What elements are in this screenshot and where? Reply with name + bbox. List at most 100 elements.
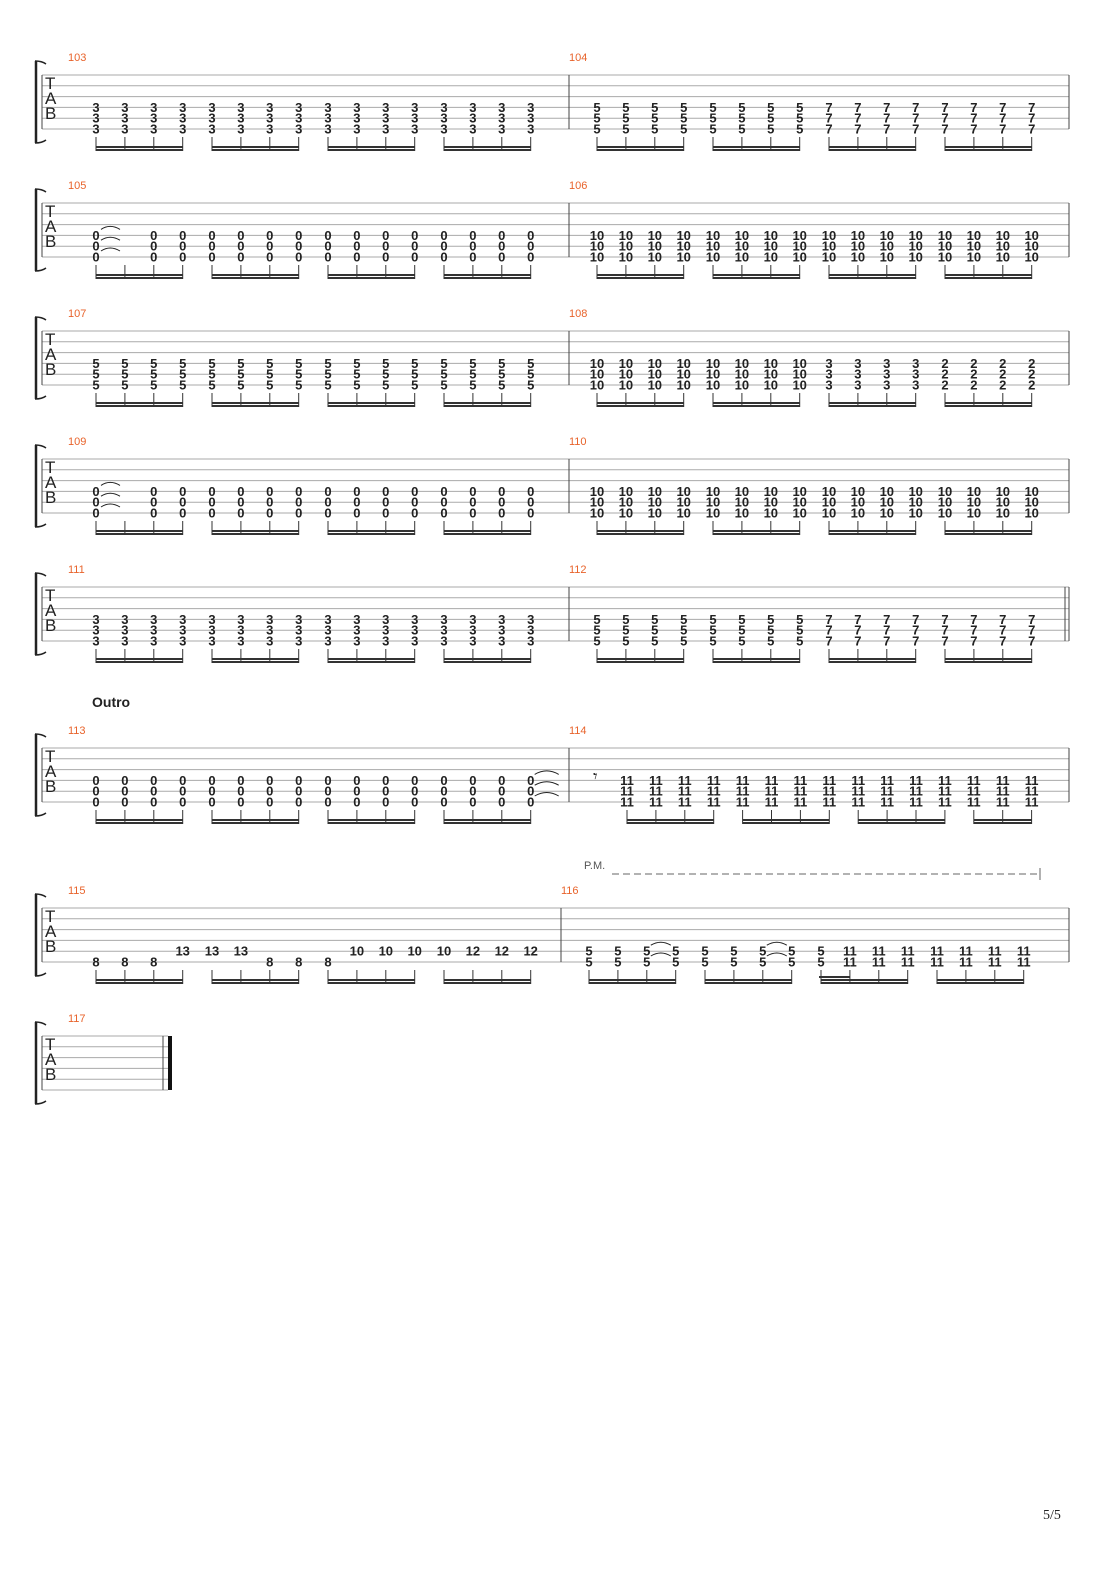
- fret-number: 10: [706, 228, 720, 243]
- fret-number: 0: [324, 773, 331, 788]
- fret-number: 10: [764, 356, 778, 371]
- fret-number: 0: [498, 795, 505, 810]
- tab-clef-letter: A: [45, 89, 57, 108]
- fret-number: 10: [908, 250, 922, 265]
- fret-number: 5: [796, 100, 803, 115]
- fret-number: 3: [295, 111, 302, 126]
- fret-number: 0: [295, 784, 302, 799]
- fret-number: 0: [179, 228, 186, 243]
- fret-number: 7: [883, 122, 890, 137]
- fret-number: 0: [411, 239, 418, 254]
- fret-number: 3: [411, 122, 418, 137]
- fret-number: 11: [794, 784, 808, 799]
- fret-number: 10: [764, 250, 778, 265]
- fret-number: 5: [498, 367, 505, 382]
- fret-number: 3: [469, 623, 476, 638]
- fret-number: 5: [266, 356, 273, 371]
- fret-number: 0: [382, 228, 389, 243]
- fret-number: 0: [382, 506, 389, 521]
- fret-number: 7: [912, 122, 919, 137]
- fret-number: 10: [908, 506, 922, 521]
- fret-number: 5: [767, 122, 774, 137]
- fret-number: 10: [1024, 484, 1038, 499]
- fret-number: 11: [620, 795, 634, 810]
- fret-number: 5: [622, 634, 629, 649]
- fret-number: 10: [938, 484, 952, 499]
- tie-arc: [100, 481, 121, 486]
- fret-number: 10: [648, 239, 662, 254]
- fret-number: 3: [324, 612, 331, 627]
- fret-number: 7: [825, 111, 832, 126]
- fret-number: 5: [324, 356, 331, 371]
- fret-number: 5: [411, 378, 418, 393]
- eighth-rest-icon: 𝄾: [593, 767, 598, 786]
- measure-number: 112: [569, 564, 587, 576]
- fret-number: 5: [643, 955, 650, 970]
- measure-number: 107: [68, 308, 86, 320]
- fret-number: 3: [266, 634, 273, 649]
- fret-number: 3: [353, 612, 360, 627]
- fret-number: 0: [92, 795, 99, 810]
- bracket-bottom-hook: [34, 523, 47, 528]
- fret-number: 7: [999, 612, 1006, 627]
- fret-number: 3: [527, 623, 534, 638]
- fret-number: 3: [121, 100, 128, 115]
- fret-number: 8: [121, 955, 128, 970]
- fret-number: 7: [970, 634, 977, 649]
- fret-number: 10: [996, 506, 1010, 521]
- fret-number: 3: [208, 612, 215, 627]
- fret-number: 11: [930, 955, 944, 970]
- fret-number: 10: [851, 250, 865, 265]
- fret-number: 3: [324, 623, 331, 638]
- fret-number: 10: [764, 378, 778, 393]
- fret-number: 3: [382, 634, 389, 649]
- fret-number: 10: [590, 484, 604, 499]
- bracket-top-hook: [34, 60, 47, 65]
- fret-number: 10: [764, 228, 778, 243]
- fret-number: 10: [619, 250, 633, 265]
- fret-number: 5: [92, 356, 99, 371]
- fret-number: 0: [266, 239, 273, 254]
- fret-number: 5: [622, 612, 629, 627]
- fret-number: 10: [996, 228, 1010, 243]
- fret-number: 10: [706, 484, 720, 499]
- fret-number: 0: [92, 484, 99, 499]
- tie-arc: [100, 247, 121, 252]
- fret-number: 10: [706, 250, 720, 265]
- fret-number: 5: [651, 623, 658, 638]
- fret-number: 11: [938, 795, 952, 810]
- tab-clef-letter: A: [45, 762, 57, 781]
- fret-number: 0: [208, 506, 215, 521]
- fret-number: 3: [912, 378, 919, 393]
- bracket-top-hook: [34, 1021, 47, 1026]
- fret-number: 11: [967, 784, 981, 799]
- fret-number: 10: [880, 484, 894, 499]
- fret-number: 7: [883, 100, 890, 115]
- fret-number: 5: [817, 944, 824, 959]
- fret-number: 0: [179, 506, 186, 521]
- tab-clef-letter: A: [45, 922, 57, 941]
- fret-number: 11: [620, 773, 634, 788]
- fret-number: 5: [651, 100, 658, 115]
- fret-number: 10: [822, 239, 836, 254]
- fret-number: 3: [854, 367, 861, 382]
- fret-number: 7: [941, 122, 948, 137]
- fret-number: 5: [150, 356, 157, 371]
- fret-number: 10: [792, 484, 806, 499]
- fret-number: 11: [1025, 784, 1039, 799]
- fret-number: 11: [1025, 795, 1039, 810]
- fret-number: 11: [909, 773, 923, 788]
- fret-number: 0: [208, 250, 215, 265]
- fret-number: 3: [854, 356, 861, 371]
- fret-number: 3: [179, 612, 186, 627]
- tab-clef-letter: T: [45, 586, 55, 605]
- fret-number: 7: [912, 612, 919, 627]
- fret-number: 10: [764, 239, 778, 254]
- fret-number: 0: [324, 484, 331, 499]
- fret-number: 3: [237, 623, 244, 638]
- fret-number: 3: [527, 612, 534, 627]
- fret-number: 5: [593, 111, 600, 126]
- tab-clef-letter: T: [45, 907, 55, 926]
- fret-number: 10: [648, 356, 662, 371]
- fret-number: 10: [792, 250, 806, 265]
